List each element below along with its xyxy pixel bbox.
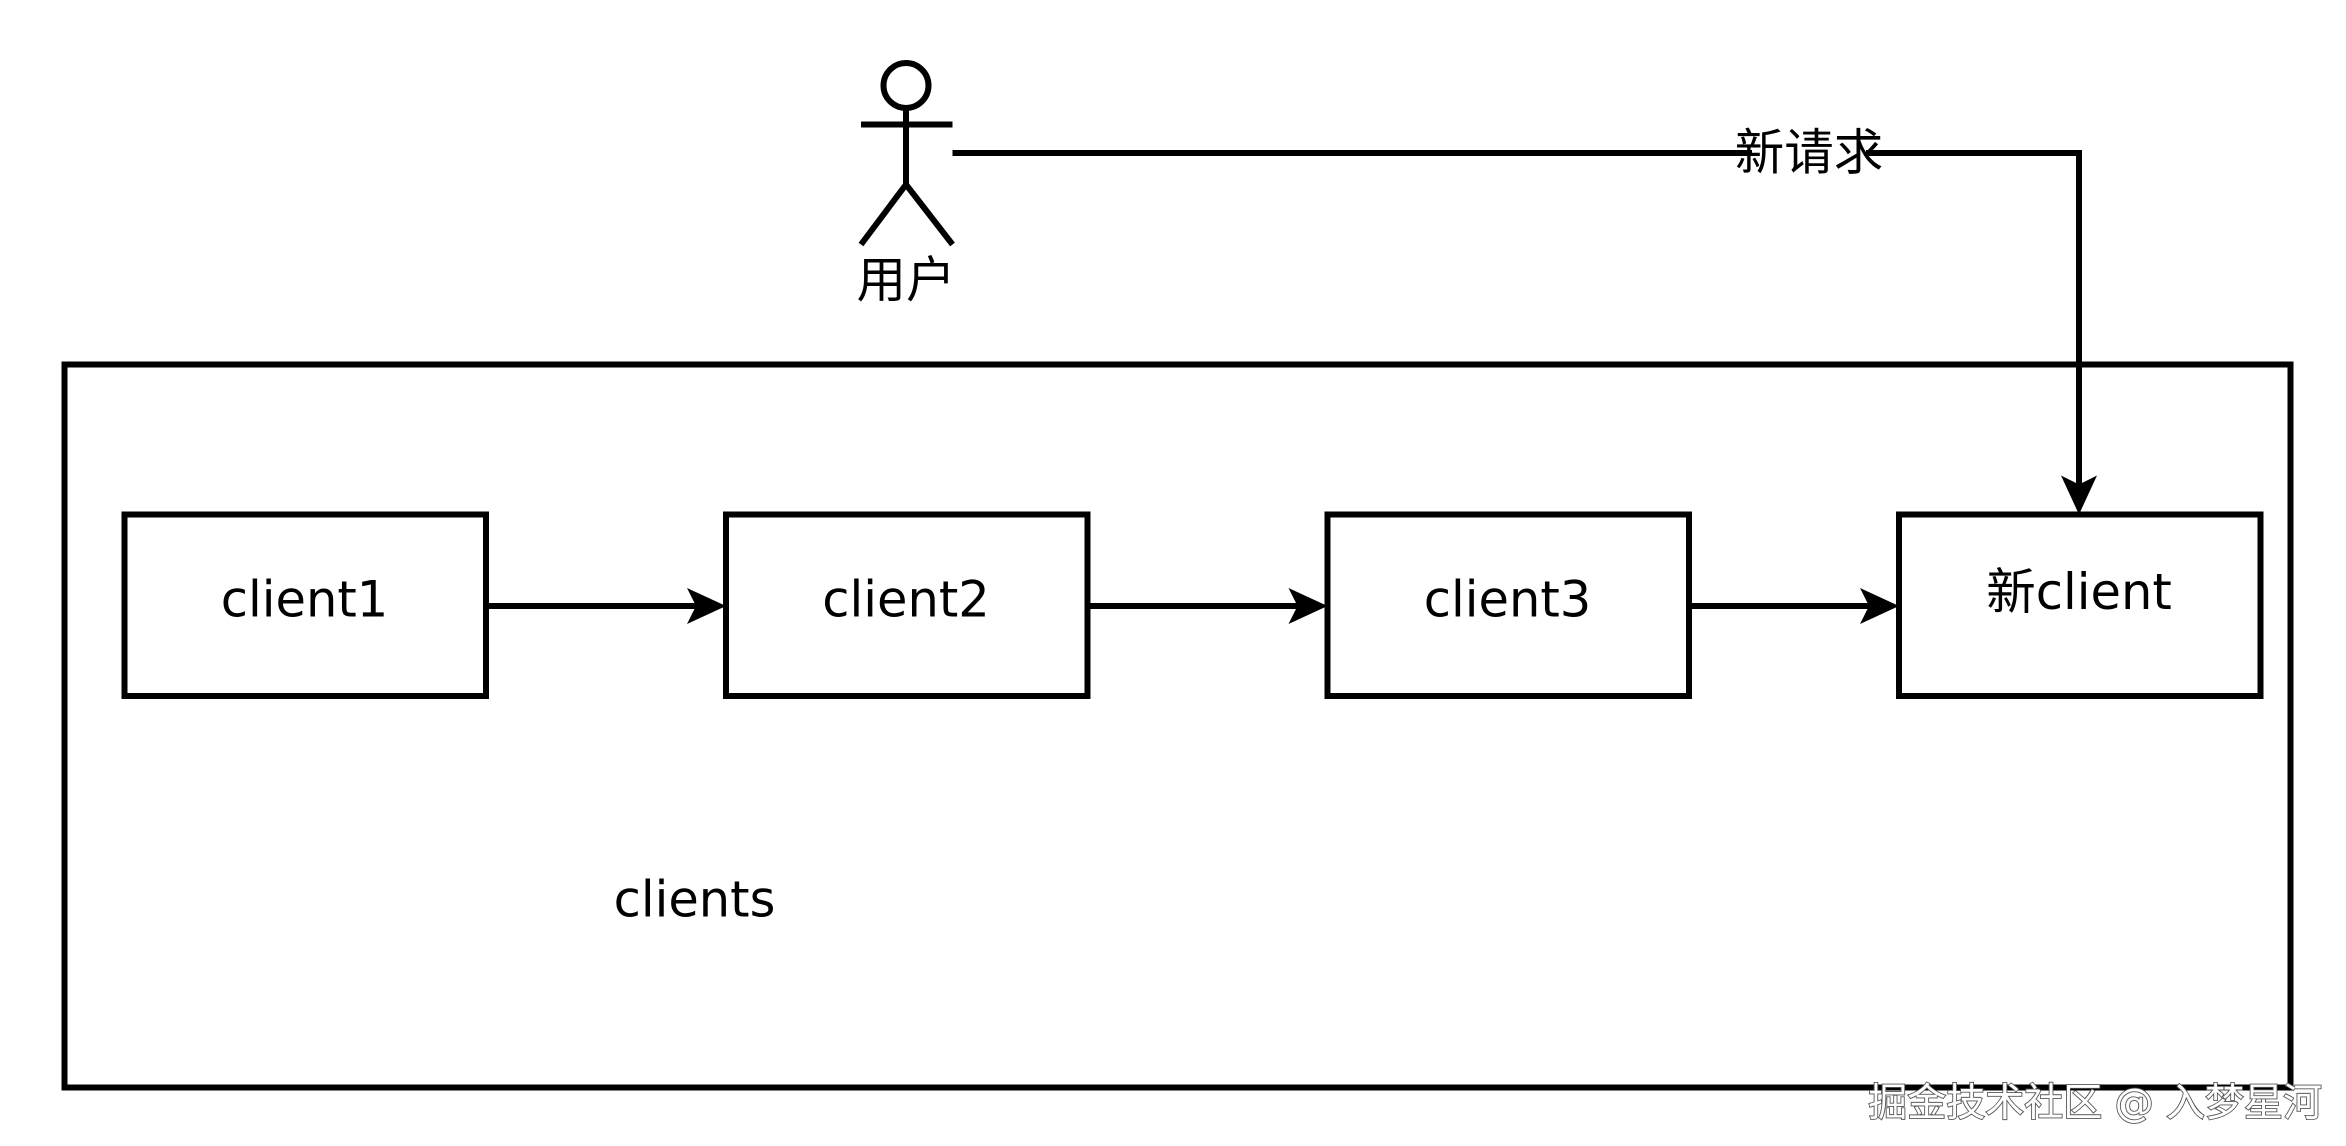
client2-label: client2 — [822, 571, 989, 629]
actor-right-leg — [903, 182, 955, 247]
client2-box — [723, 511, 1091, 699]
clients-container-label: clients — [614, 871, 776, 929]
arrow-client2-to-client3 — [1087, 588, 1328, 624]
new-client-label: 新client — [1986, 563, 2171, 621]
client1-box — [121, 511, 489, 699]
client2-node: client2 — [723, 511, 1091, 699]
client3-box — [1324, 511, 1692, 699]
client3-label: client3 — [1424, 571, 1591, 629]
actor-left-leg — [858, 182, 909, 247]
user-actor-label: 用户 — [857, 251, 956, 309]
actor-head — [880, 60, 932, 111]
user-actor-icon — [858, 60, 955, 247]
arrowhead-icon — [1860, 588, 1899, 624]
request-edge-label: 新请求 — [1735, 124, 1884, 182]
arrow-user-to-new-client — [952, 150, 2097, 515]
new-client-box — [1896, 511, 2264, 699]
clients-container — [61, 361, 2294, 1091]
watermark-text: 掘金技术社区 @ 入梦星河 — [1868, 1081, 2322, 1126]
client1-label: client1 — [221, 571, 388, 629]
client1-node: client1 — [121, 511, 489, 699]
arrowhead-icon — [2061, 475, 2097, 515]
arrow-client1-to-client2 — [486, 588, 726, 624]
arrowhead-icon — [687, 588, 726, 624]
arrow-client3-to-new-client — [1689, 588, 1899, 624]
new-client-node: 新client — [1896, 511, 2264, 699]
request-label-background — [1752, 135, 1866, 174]
edge-line — [952, 150, 2082, 485]
client3-node: client3 — [1324, 511, 1692, 699]
arrowhead-icon — [1288, 588, 1328, 624]
